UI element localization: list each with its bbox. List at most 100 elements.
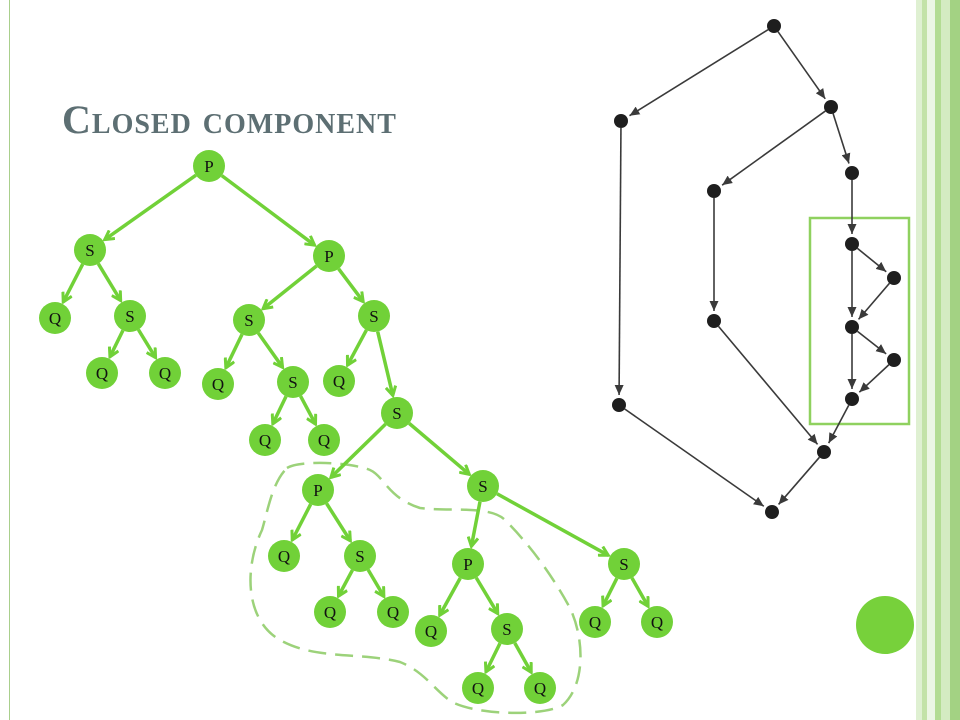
stripe-6 — [950, 0, 960, 720]
graph-node-g4 — [845, 166, 859, 180]
tree-node-label: Q — [425, 622, 437, 641]
tree-node: Q — [377, 596, 409, 628]
tree-node-circle — [313, 240, 345, 272]
tree-node: Q — [524, 672, 556, 704]
tree-node-label: Q — [651, 613, 663, 632]
tree-node-label: Q — [324, 603, 336, 622]
tree-node-circle — [193, 150, 225, 182]
graph-node-g9 — [887, 353, 901, 367]
tree-edge-n1-n3 — [220, 174, 315, 246]
tree-edge-n15-n16 — [331, 422, 387, 477]
tree-node: Q — [323, 365, 355, 397]
graph-node-g6 — [845, 237, 859, 251]
stripe-1 — [916, 0, 922, 720]
tree-node: Q — [415, 615, 447, 647]
tree-node: Q — [268, 540, 300, 572]
tree-node: S — [491, 613, 523, 645]
closed-component-outline — [249, 461, 582, 715]
graph-node-g12 — [707, 314, 721, 328]
tree-node-circle — [268, 540, 300, 572]
tree-node-label: P — [204, 157, 213, 176]
tree-node-label: S — [288, 373, 297, 392]
graph-edge-g10-g11 — [827, 404, 850, 444]
stripe-3 — [927, 0, 935, 720]
tree-node-circle — [344, 540, 376, 572]
graph-edge-g2-g13 — [614, 127, 624, 396]
graph-node-g8 — [845, 320, 859, 334]
tree-node: Q — [39, 302, 71, 334]
tree-node-label: Q — [49, 309, 61, 328]
tree-node: P — [193, 150, 225, 182]
graph-node-g11 — [817, 445, 831, 459]
tree-node: P — [452, 548, 484, 580]
tree-node-label: Q — [259, 431, 271, 450]
graph-node-g10 — [845, 392, 859, 406]
tree-edge-n22-n24 — [438, 577, 462, 615]
tree-edge-n25-n26 — [486, 642, 502, 671]
graph-edge-g7-g8 — [857, 282, 891, 320]
tree-edge-n5-n7 — [136, 328, 155, 358]
tree-edge-n22-n25 — [474, 576, 498, 614]
tree-node: S — [381, 397, 413, 429]
graph-node-g2 — [614, 114, 628, 128]
graph-node-g1 — [767, 19, 781, 33]
tree-node-circle — [381, 397, 413, 429]
tree-node: Q — [86, 357, 118, 389]
tree-edge-n9-n14 — [348, 329, 368, 365]
tree-node-circle — [377, 596, 409, 628]
tree-edge-n2-n5 — [96, 262, 120, 301]
graph-edge-g13-g14 — [624, 408, 765, 507]
tree-node-label: Q — [212, 375, 224, 394]
tree-node-label: P — [463, 555, 472, 574]
tree-node-label: Q — [333, 372, 345, 391]
highlight-box — [808, 216, 911, 426]
tree-node-label: S — [478, 477, 487, 496]
tree-node: S — [608, 548, 640, 580]
tree-node-circle — [524, 672, 556, 704]
flow-graph-nodes — [612, 19, 901, 519]
tree-node-label: S — [502, 620, 511, 639]
tree-edge-n8-n10 — [226, 333, 244, 367]
tree-node-label: Q — [96, 364, 108, 383]
tree-edge-n2-n4 — [63, 263, 85, 302]
tree-node-label: P — [324, 247, 333, 266]
tree-node-circle — [202, 368, 234, 400]
tree-node: S — [358, 300, 390, 332]
tree-node-circle — [323, 365, 355, 397]
tree-edge-n25-n27 — [513, 642, 533, 672]
tree-node-label: S — [125, 307, 134, 326]
tree-node: Q — [462, 672, 494, 704]
stripe-4 — [935, 0, 941, 720]
tree-node-circle — [415, 615, 447, 647]
tree-edge-n23-n29 — [630, 577, 648, 606]
tree-node: S — [114, 300, 146, 332]
tree-edge-n3-n9 — [337, 267, 364, 302]
tree-edge-n17-n22 — [471, 501, 482, 547]
graph-node-g13 — [612, 398, 626, 412]
tree-node: S — [74, 234, 106, 266]
tree-node-circle — [308, 424, 340, 456]
tree-node-circle — [233, 304, 265, 336]
tree-node-circle — [249, 424, 281, 456]
tree-node-label: Q — [278, 547, 290, 566]
flow-graph-edges — [614, 29, 891, 507]
tree-edge-n19-n21 — [366, 568, 384, 597]
tree-node: Q — [149, 357, 181, 389]
tree-edge-n15-n17 — [408, 422, 469, 474]
graph-node-g5 — [707, 184, 721, 198]
decorative-side-stripes — [916, 0, 960, 720]
graph-edge-g11-g14 — [777, 456, 821, 505]
tree-node-circle — [467, 470, 499, 502]
tree-node: Q — [579, 606, 611, 638]
tree-node: Q — [314, 596, 346, 628]
tree-node: S — [344, 540, 376, 572]
tree-node-label: S — [619, 555, 628, 574]
tree-node: S — [467, 470, 499, 502]
tree-node-label: S — [355, 547, 364, 566]
tree-node-circle — [452, 548, 484, 580]
tree-node-label: Q — [387, 603, 399, 622]
tree-node-circle — [608, 548, 640, 580]
tree-node: S — [233, 304, 265, 336]
tree-node-circle — [358, 300, 390, 332]
tree-node: P — [302, 474, 334, 506]
